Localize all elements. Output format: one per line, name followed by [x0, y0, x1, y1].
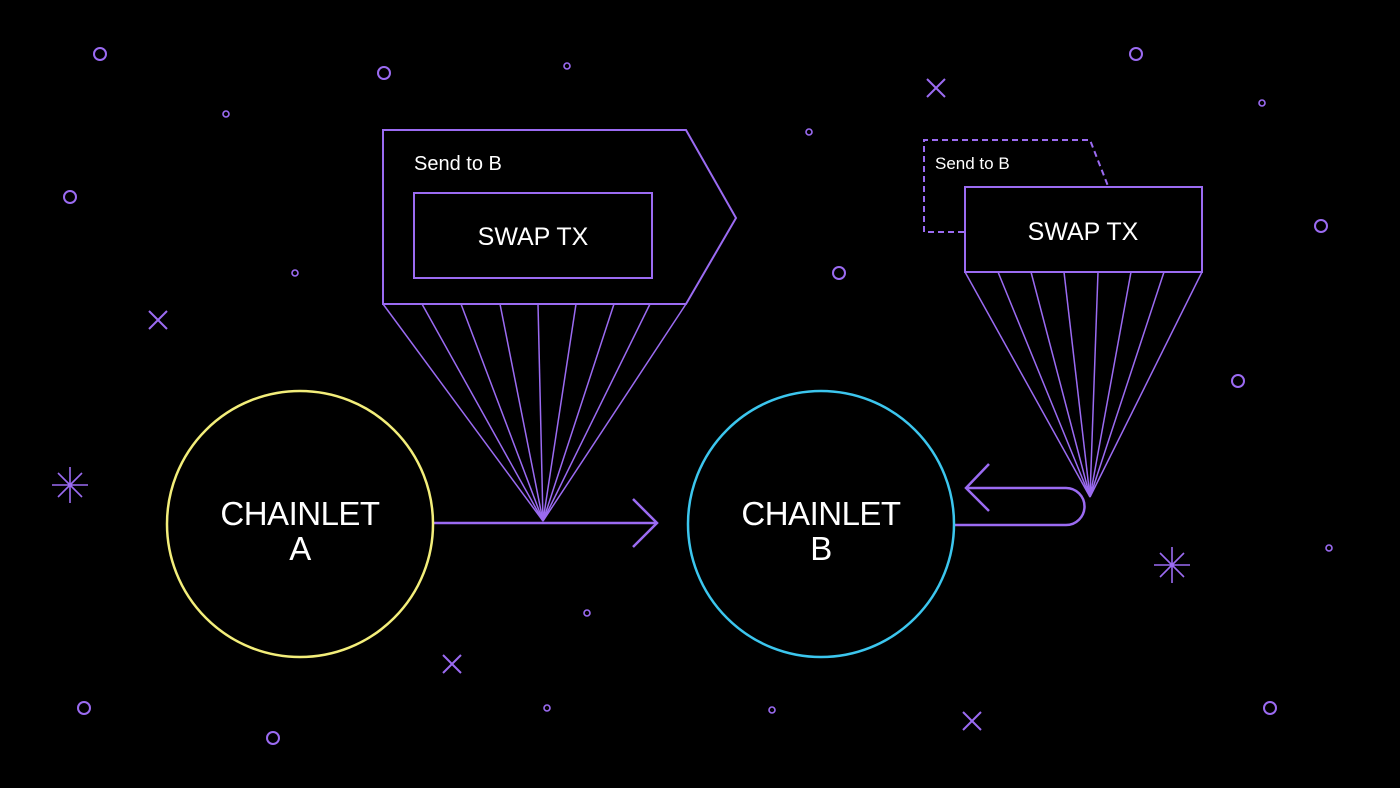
incoming-send-label: Send to B: [935, 154, 1010, 173]
star-dot-icon: [805, 128, 813, 136]
outgoing-packet: [382, 129, 738, 522]
outgoing-packet-envelope: [382, 129, 738, 305]
star-dot-icon: [1325, 544, 1333, 552]
arrow-return-to-b: [955, 463, 1086, 527]
cross-icon: [442, 654, 462, 674]
star-dot-icon: [563, 62, 571, 70]
chainlet-a-label-line2: A: [289, 530, 311, 567]
beam-line: [1089, 271, 1099, 498]
chainlet-a-circle: [165, 389, 435, 659]
beam-line: [997, 271, 1091, 498]
star-dot-icon: [377, 66, 391, 80]
star-dot-icon: [222, 110, 230, 118]
chainlet-b-label-line1: CHAINLET: [741, 495, 901, 532]
arrow-a-to-b-head: [632, 498, 659, 548]
star-dot-icon: [291, 269, 299, 277]
star-dot-icon: [1129, 47, 1143, 61]
arrow-return-head: [964, 463, 990, 512]
star-dot-icon: [77, 701, 91, 715]
star-dot-icon: [583, 609, 591, 617]
outgoing-swap-label: SWAP TX: [478, 223, 589, 251]
beam-line: [542, 303, 687, 522]
beam-line: [1089, 271, 1132, 498]
cross-icon: [148, 310, 168, 330]
beam-line: [421, 303, 544, 522]
beam-line: [1030, 271, 1091, 498]
star-dot-icon: [266, 731, 280, 745]
beam-line: [542, 303, 577, 522]
outgoing-send-label: Send to B: [414, 153, 502, 175]
chainlet-a-label-line1: CHAINLET: [220, 495, 380, 532]
sparkle-icon: [52, 467, 88, 503]
star-dot-icon: [768, 706, 776, 714]
outgoing-swap-tx-box: [413, 192, 653, 279]
incoming-packet-beam: [964, 271, 1203, 498]
beam-line: [964, 271, 1091, 498]
incoming-swap-label: SWAP TX: [1028, 218, 1139, 246]
incoming-packet-dashed-envelope: [923, 139, 1109, 233]
outgoing-packet-beam: [382, 303, 687, 522]
arrow-return-path: [955, 486, 1086, 527]
beam-line: [1089, 271, 1165, 498]
cross-icon: [926, 78, 946, 98]
star-dot-icon: [93, 47, 107, 61]
incoming-swap-tx-box: [964, 186, 1203, 273]
sparkle-icon: [1154, 547, 1190, 583]
star-dot-icon: [1258, 99, 1266, 107]
star-dot-icon: [1263, 701, 1277, 715]
beam-line: [460, 303, 544, 522]
star-dot-icon: [1314, 219, 1328, 233]
incoming-packet: [923, 139, 1203, 498]
beam-line: [1089, 271, 1203, 498]
beam-line: [499, 303, 544, 522]
star-dot-icon: [1231, 374, 1245, 388]
beam-line: [542, 303, 615, 522]
background-decorations: [52, 47, 1333, 745]
star-dot-icon: [63, 190, 77, 204]
beam-line: [1063, 271, 1091, 498]
beam-line: [542, 303, 651, 522]
chainlet-b-label-line2: B: [810, 530, 832, 567]
arrow-a-to-b: [434, 498, 659, 548]
star-dot-icon: [832, 266, 846, 280]
beam-line: [382, 303, 544, 522]
star-dot-icon: [543, 704, 551, 712]
cross-icon: [962, 711, 982, 731]
beam-line: [537, 303, 544, 522]
chainlet-b-circle: [686, 389, 956, 659]
